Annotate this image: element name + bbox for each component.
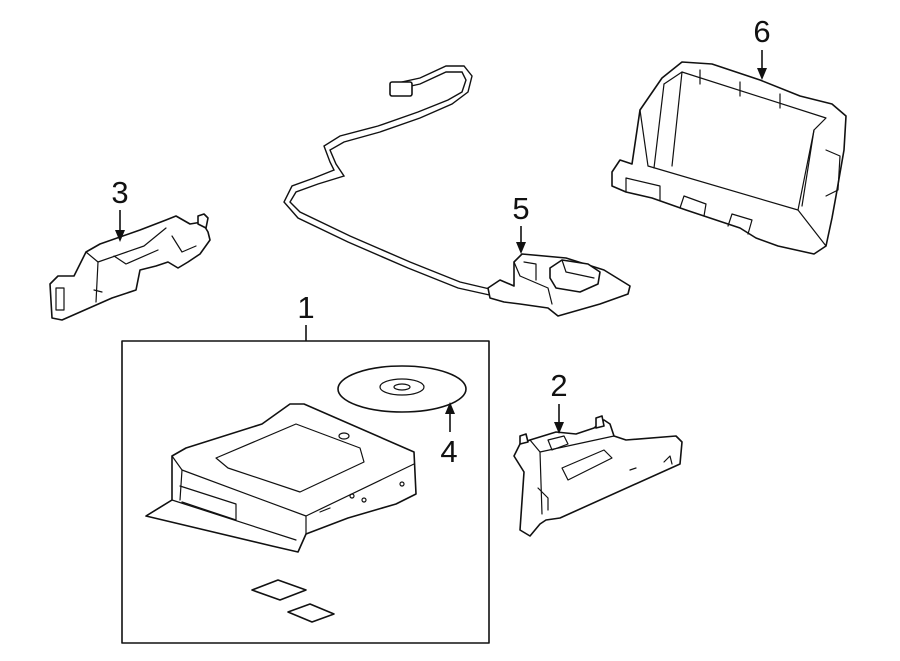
labels [251,579,335,623]
part-1-assembly-box [121,340,490,644]
callout-1: 1 [297,290,314,325]
part-6-display-housing [611,61,847,255]
callout-2: 2 [550,368,567,403]
callout-leaders [115,50,767,434]
callout-4: 4 [440,434,457,469]
part-3-left-bracket [49,213,211,321]
callout-3: 3 [111,175,128,210]
control-unit [145,403,417,553]
part-5-antenna-module [283,65,631,317]
part-2-right-bracket [513,415,683,537]
callout-6: 6 [753,14,770,49]
callout-5: 5 [512,191,529,226]
part-4-disc [337,365,467,413]
